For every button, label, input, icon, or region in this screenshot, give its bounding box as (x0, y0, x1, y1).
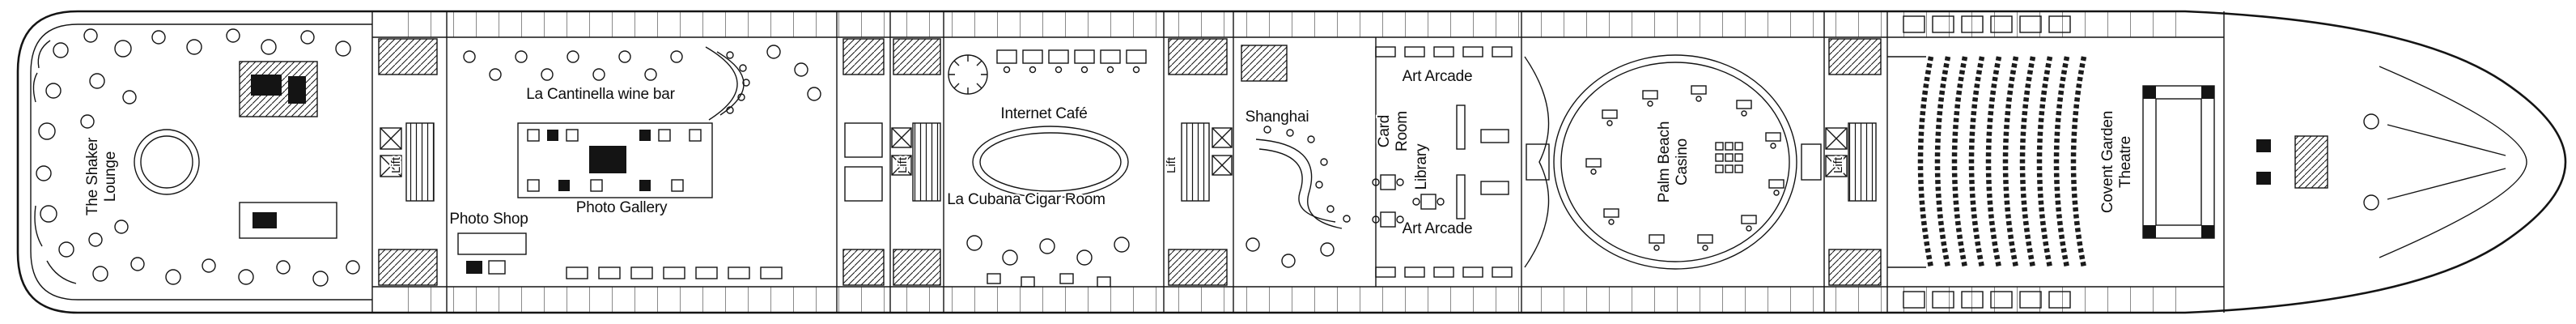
label-shaker-lounge-line1: The Shaker (84, 137, 101, 215)
lift-box (1212, 155, 1233, 176)
label-art-arcade-top: Art Arcade (1403, 68, 1473, 85)
label-lift-2: Lift (896, 156, 910, 173)
label-palm-beach-casino-line2: Casino (1674, 139, 1691, 185)
shanghai-bar-counter (1255, 139, 1343, 229)
label-lift-3: Lift (1165, 156, 1178, 173)
label-palm-beach-casino-line1: Palm Beach (1656, 122, 1673, 202)
lift-box (380, 127, 402, 150)
label-lift-1: Lift (389, 156, 403, 173)
label-internet-cafe: Internet Café (1000, 105, 1087, 122)
label-lift-4: Lift (1831, 156, 1845, 173)
card-room-furniture (1372, 174, 1445, 228)
library-furniture (1456, 104, 1509, 220)
bulkhead-lines (371, 11, 2225, 313)
deck-edge-strips (30, 11, 2224, 313)
capstan (2363, 194, 2379, 211)
photo-shop-furniture (457, 232, 527, 275)
cabin-window-ticks-bottom (388, 287, 2177, 313)
label-photo-gallery: Photo Gallery (576, 199, 668, 216)
cigar-room-furniture (966, 235, 1130, 288)
stairs (405, 122, 435, 202)
stairs (1181, 122, 1210, 202)
label-covent-garden-theatre-line1: Covent Garden (2099, 111, 2116, 213)
internet-cafe-furniture (948, 49, 1147, 198)
theatre-furniture (1887, 15, 2215, 309)
label-shanghai: Shanghai (1246, 109, 1309, 126)
capstan (2363, 113, 2379, 130)
la-cantinella-furniture (463, 45, 821, 121)
wine-bar-counter (705, 46, 738, 121)
bow-deck-equipment (2256, 113, 2506, 211)
label-art-arcade-bottom: Art Arcade (1403, 220, 1473, 237)
dance-floor (134, 129, 200, 195)
stair-lift-core-2 (891, 38, 941, 286)
shaker-lounge-furniture (32, 28, 360, 287)
photo-gallery-furniture (517, 122, 783, 279)
label-card-room-line2: Room (1394, 111, 1411, 151)
lift-box (1212, 127, 1233, 148)
lift-box (1825, 155, 1848, 177)
casino-perimeter (1553, 54, 1797, 270)
lift-box (891, 155, 912, 176)
art-arcade-display-cases (1375, 46, 1550, 278)
shanghai-furniture (1241, 45, 1351, 268)
lift-box (380, 155, 402, 177)
label-la-cantinella: La Cantinella wine bar (526, 86, 675, 103)
label-la-cubana: La Cubana Cigar Room (947, 191, 1106, 208)
theatre-seat-rows (1917, 56, 2087, 268)
lift-box (891, 127, 912, 148)
midship-lobby-1 (842, 38, 885, 286)
stairs (912, 122, 941, 202)
label-shaker-lounge-line2: Lounge (102, 151, 119, 202)
venue-labels: The Shaker Lounge Lift Lift Lift Lift La… (83, 66, 2136, 239)
cabin-window-ticks-top (388, 11, 2177, 37)
stair-lift-core-1 (378, 38, 438, 286)
lift-box (1825, 127, 1848, 150)
label-covent-garden-theatre-line2: Theatre (2117, 136, 2134, 188)
cafe-feature-oval (972, 126, 1129, 198)
casino-furniture (1526, 54, 1822, 270)
ship-hull-outline (16, 10, 2567, 314)
label-card-room-line1: Card (1376, 115, 1393, 147)
stairs (1848, 122, 1877, 202)
stair-lift-core-4 (1825, 38, 1882, 286)
theatre-stage (2142, 85, 2215, 239)
label-photo-shop: Photo Shop (449, 211, 528, 228)
label-library: Library (1413, 143, 1430, 190)
stair-lift-core-3 (1168, 38, 1233, 286)
